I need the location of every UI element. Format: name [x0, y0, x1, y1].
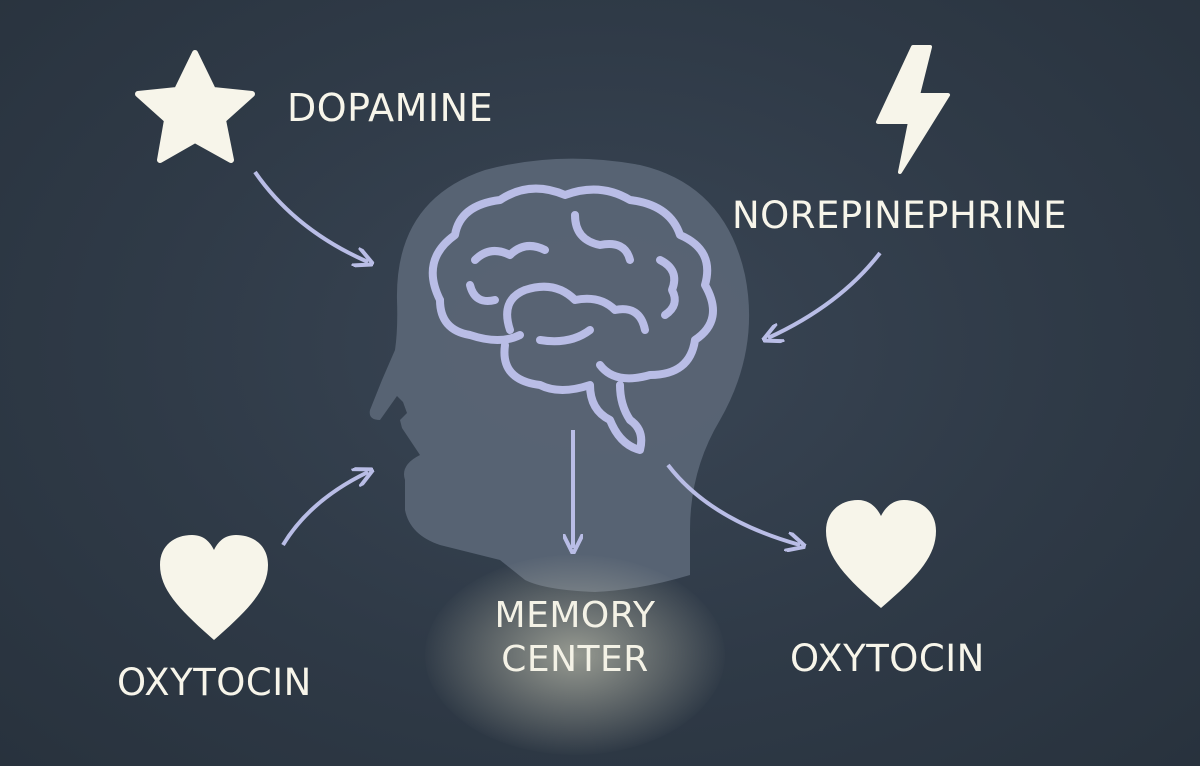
star-icon [135, 50, 255, 163]
lightning-bolt-icon [876, 45, 950, 174]
head-silhouette [369, 158, 750, 593]
arrow-oxytocin-to-head [281, 472, 368, 547]
arrow-dopamine-to-head [253, 170, 368, 262]
heart-icon [160, 535, 268, 640]
label-norepinephrine: NOREPINEPHRINE [732, 194, 1067, 237]
label-memory-center: MEMORY CENTER [440, 594, 710, 682]
heart-icon [826, 500, 936, 608]
brain-icon [428, 184, 717, 454]
memory-center-glow [425, 555, 725, 755]
arrow-head-to-oxytocin [666, 463, 800, 545]
label-oxytocin-left: OXYTOCIN [117, 661, 312, 704]
memory-center-line-1: MEMORY [494, 595, 656, 636]
label-oxytocin-right: OXYTOCIN [790, 637, 985, 680]
label-dopamine: DOPAMINE [287, 86, 494, 130]
memory-center-line-2: CENTER [501, 639, 649, 680]
arrow-norepinephrine-to-head [768, 251, 882, 338]
